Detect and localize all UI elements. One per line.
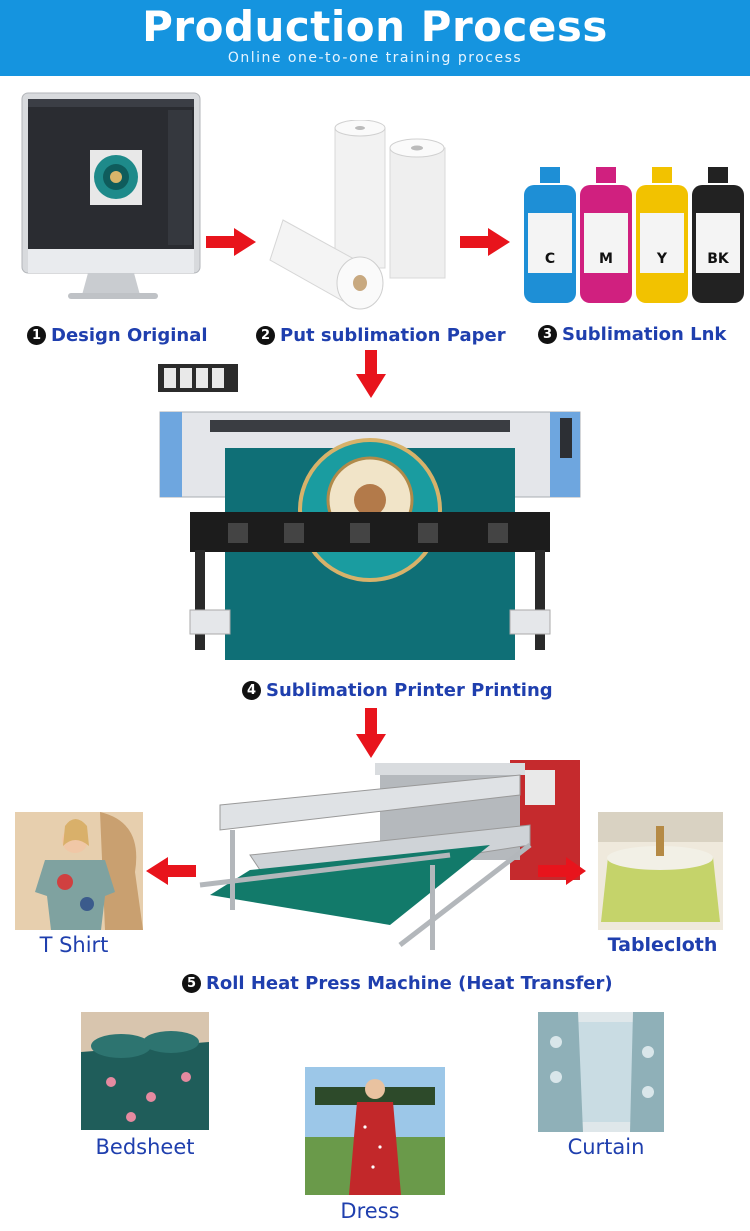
step-5-text: Roll Heat Press Machine (Heat Transfer) <box>206 973 613 994</box>
sublimation-paper-image <box>269 120 446 310</box>
tshirt-label: T Shirt <box>39 933 109 957</box>
ink-bottle-bk: BK <box>692 167 744 303</box>
dress-image <box>305 1067 445 1195</box>
step-1-number: 1 <box>27 326 46 345</box>
step-1-label: 1 Design Original <box>27 325 208 346</box>
step-2-text: Put sublimation Paper <box>280 325 506 346</box>
ink-bottle-m: M <box>580 167 632 303</box>
page-subtitle: Online one-to-one training process <box>227 50 523 66</box>
arrow-left-icon <box>146 857 196 885</box>
ink-bottle-letter: M <box>599 251 613 267</box>
dress-label: Dress <box>340 1199 400 1223</box>
step-4-number: 4 <box>242 681 261 700</box>
arrow-right-icon <box>538 857 586 885</box>
step-5-number: 5 <box>182 974 201 993</box>
roll-heat-press-image <box>199 760 580 950</box>
ink-bottle-cap <box>708 167 728 183</box>
tshirt-image <box>15 812 143 930</box>
tablecloth-image <box>598 812 723 930</box>
arrow-right-icon <box>206 228 256 256</box>
curtain-label: Curtain <box>567 1135 645 1159</box>
ink-bottle-label <box>640 213 684 273</box>
step-5-label: 5 Roll Heat Press Machine (Heat Transfer) <box>182 973 613 994</box>
page-title: Production Process <box>142 2 608 51</box>
sublimation-printer-image <box>158 364 581 660</box>
curtain-image <box>538 1012 664 1132</box>
ink-bottle-label <box>696 213 740 273</box>
header-banner <box>0 0 750 76</box>
ink-bottle-letter: BK <box>707 251 730 267</box>
sublimation-ink-image: C M Y BK <box>524 167 744 303</box>
step-2-number: 2 <box>256 326 275 345</box>
step-3-text: Sublimation Lnk <box>562 324 727 345</box>
ink-bottle-cap <box>596 167 616 183</box>
step-1-text: Design Original <box>51 325 208 346</box>
step-3-number: 3 <box>538 325 557 344</box>
arrow-down-icon <box>356 350 386 398</box>
computer-monitor-image <box>21 92 201 299</box>
ink-bottle-letter: Y <box>656 251 668 267</box>
tablecloth-label: Tablecloth <box>607 934 718 956</box>
ink-bottle-letter: C <box>545 251 555 267</box>
bedsheet-label: Bedsheet <box>95 1135 195 1159</box>
ink-bottle-label <box>584 213 628 273</box>
ink-bottle-cap <box>652 167 672 183</box>
bedsheet-image <box>81 1012 209 1130</box>
ink-bottle-y: Y <box>636 167 688 303</box>
ink-bottle-label <box>528 213 572 273</box>
ink-bottle-cap <box>540 167 560 183</box>
step-4-text: Sublimation Printer Printing <box>266 680 553 701</box>
arrow-right-icon <box>460 228 510 256</box>
ink-bottle-c: C <box>524 167 576 303</box>
arrow-down-icon <box>356 708 386 758</box>
step-2-label: 2 Put sublimation Paper <box>256 325 506 346</box>
step-4-label: 4 Sublimation Printer Printing <box>242 680 553 701</box>
step-3-label: 3 Sublimation Lnk <box>538 324 726 345</box>
